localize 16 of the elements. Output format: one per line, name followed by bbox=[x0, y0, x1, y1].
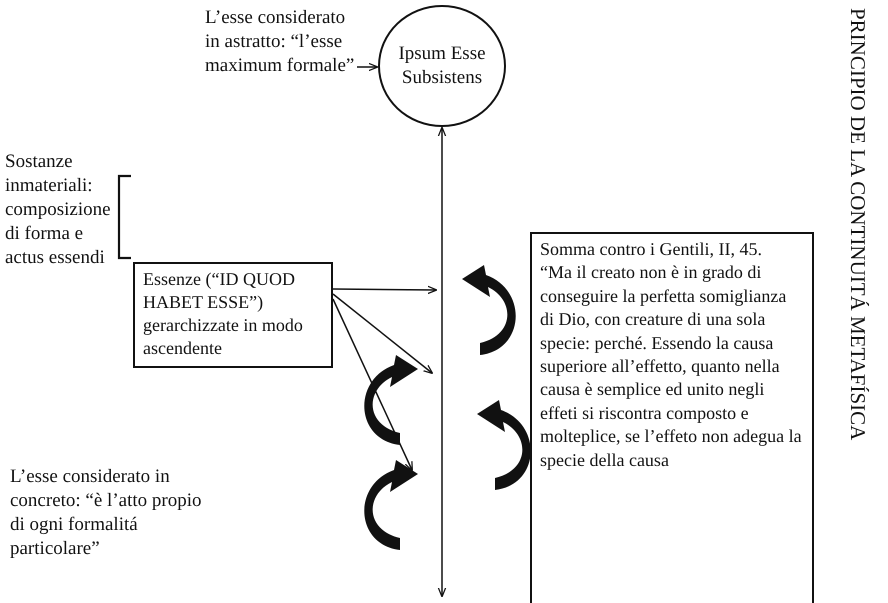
running-heading: PRINCIPIO DE LA CONTINUITÁ METAFÍSICA bbox=[846, 8, 870, 440]
arrow bbox=[332, 298, 413, 472]
quote-text: “Ma il creato non è in grado di conseguire la perfetta somiglianza di Dio, con creature di una sola specie: perché. Essendo la causa superiore all’effetto, quanto nella causa è semplice ed unito negli effeti si riscontra composto e molteplice, se l’effeto non adegua la specie della causa bbox=[540, 261, 803, 472]
text-box bbox=[530, 232, 814, 603]
arrow bbox=[357, 62, 379, 72]
ellipse-node bbox=[378, 5, 506, 127]
arrow bbox=[438, 126, 446, 598]
node-label: Ipsum Esse Subsistens bbox=[397, 42, 487, 90]
node-label: L’esse considerato in astratto: “l’esse maximum formale” bbox=[205, 6, 356, 78]
source-heading: Somma contro i Gentili, II, 45. bbox=[540, 238, 763, 261]
arrow bbox=[332, 293, 434, 374]
side-note: L’esse considerato in concreto: “è l’atto propio di ogni formalitá particolare” bbox=[10, 465, 203, 561]
side-note: Sostanze inmateriali: composizione di forma e actus essendi bbox=[5, 150, 112, 270]
node-label: Essenze (“ID QUOD HABET ESSE”) gerarchizzate in modo ascendente bbox=[143, 268, 304, 360]
text-box bbox=[133, 262, 333, 368]
arrow bbox=[333, 286, 438, 294]
